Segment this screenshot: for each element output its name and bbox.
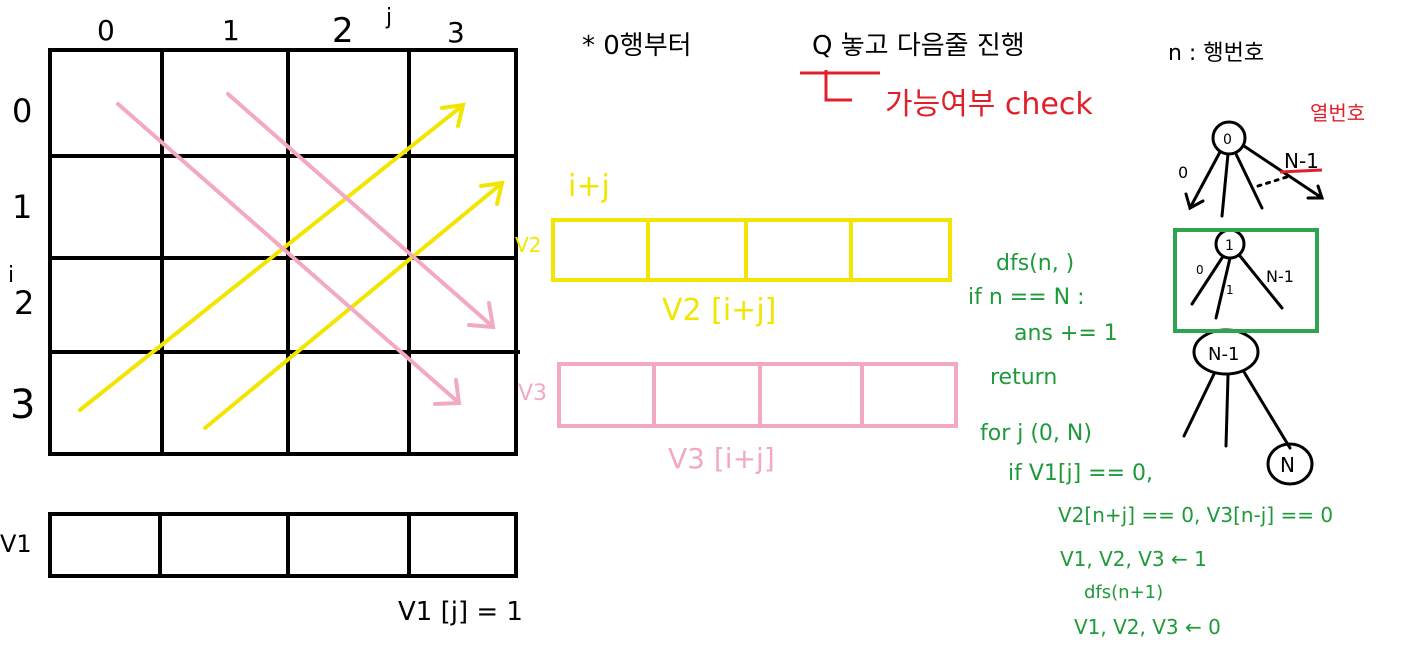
tree-edge	[1220, 152, 1230, 218]
queen-note: Q 놓고 다음줄 진행	[812, 31, 1025, 61]
code-line: dfs(n, )	[996, 251, 1074, 276]
tree-edge	[1238, 254, 1284, 310]
tree-edge-arrowhead	[1184, 192, 1205, 211]
v1-array	[48, 512, 518, 578]
row-label: 0	[12, 92, 32, 130]
tree-mid-mid-edge-label: 1	[1226, 283, 1234, 297]
i-axis-label: i	[8, 263, 14, 288]
tree-mid-right-edge-label: N-1	[1266, 267, 1294, 286]
board-row-labels: 0 1 i 2 3	[8, 92, 35, 428]
current-level-highlight	[1173, 228, 1319, 333]
v2-formula: V2 [i+j]	[662, 293, 776, 328]
row-label: 2	[14, 284, 34, 322]
board-grid	[48, 48, 520, 456]
tree-edge	[1234, 152, 1264, 210]
row-number-note: n : 행번호	[1168, 41, 1264, 66]
col-label: 0	[97, 14, 115, 47]
tree-edge	[1242, 370, 1292, 450]
yellow-arrow-head	[479, 180, 505, 206]
v1-formula: V1 [j] = 1	[398, 597, 523, 627]
code-line: dfs(n+1)	[1084, 582, 1163, 603]
v2-label: V2	[515, 233, 541, 257]
v1-frame	[48, 512, 518, 578]
board-col-labels: 0 1 2 j 3	[97, 5, 465, 51]
code-line: if V1[j] == 0,	[1008, 461, 1153, 486]
row-label: 3	[10, 382, 35, 428]
col-label: 2	[332, 11, 354, 51]
anti-diagonal-arrows	[78, 102, 505, 430]
yellow-diagonal-arrow	[203, 182, 503, 430]
tree-mid-left-edge-label: 0	[1196, 263, 1204, 277]
tree-edge	[1224, 374, 1230, 448]
tree-edge	[1182, 372, 1216, 438]
tree-edge-arrowhead	[1306, 184, 1325, 200]
tree-right-edge-underline	[1279, 168, 1323, 174]
yellow-diagonal-arrow	[78, 104, 464, 412]
tree-edge	[1188, 150, 1222, 210]
tree-ellipsis	[1256, 174, 1292, 188]
tree-root-label: 0	[1223, 132, 1232, 148]
code-line: ans += 1	[1014, 321, 1118, 346]
v2-index-hint: i+j	[568, 169, 610, 204]
col-label: 3	[447, 16, 465, 49]
tree-left-edge-label: 0	[1178, 163, 1188, 182]
code-line: V2[n+j] == 0, V3[n-j] == 0	[1058, 503, 1333, 527]
pink-arrow-head	[433, 378, 462, 406]
v2-array	[551, 218, 952, 282]
tree-labels: 0 0 N-1 1 0 1 N-1 N-1 N	[1178, 132, 1323, 477]
code-line: for j (0, N)	[980, 421, 1092, 446]
check-note: 가능여부 check	[885, 87, 1093, 122]
tree-lower-node-label: N-1	[1208, 344, 1239, 365]
main-diagonal-arrows	[116, 92, 496, 406]
v3-label: V3	[518, 381, 547, 406]
top-note: * 0행부터	[582, 31, 692, 61]
code-line: V1, V2, V3 ← 0	[1074, 615, 1221, 639]
row-label: 1	[12, 188, 32, 226]
v2-frame	[551, 218, 952, 282]
tree-leaf-node	[1266, 442, 1314, 486]
code-line: if n == N :	[968, 285, 1085, 310]
check-arrow-icon	[824, 70, 852, 102]
j-axis-label: j	[385, 5, 392, 30]
pink-arrow-head	[467, 301, 496, 330]
v3-formula: V3 [i+j]	[668, 442, 775, 475]
tree-leaf-node-label: N	[1280, 453, 1295, 477]
board-frame	[48, 48, 518, 456]
code-line: V1, V2, V3 ← 1	[1060, 547, 1207, 571]
recursion-tree	[1182, 120, 1325, 486]
v3-array	[557, 362, 958, 428]
tree-edge	[1190, 256, 1224, 306]
pseudocode: dfs(n, ) if n == N : ans += 1 return for…	[968, 251, 1333, 639]
col-label: 1	[222, 14, 240, 47]
pink-diagonal-arrow	[226, 92, 494, 328]
tree-edge	[1214, 256, 1232, 320]
code-line: return	[990, 365, 1057, 390]
pink-diagonal-arrow	[116, 102, 460, 404]
yellow-arrow-head	[440, 102, 466, 128]
v1-label: V1	[0, 530, 32, 558]
tree-mid-node-label: 1	[1225, 238, 1234, 254]
v3-frame	[557, 362, 958, 428]
col-number-note: 열번호	[1310, 101, 1365, 125]
